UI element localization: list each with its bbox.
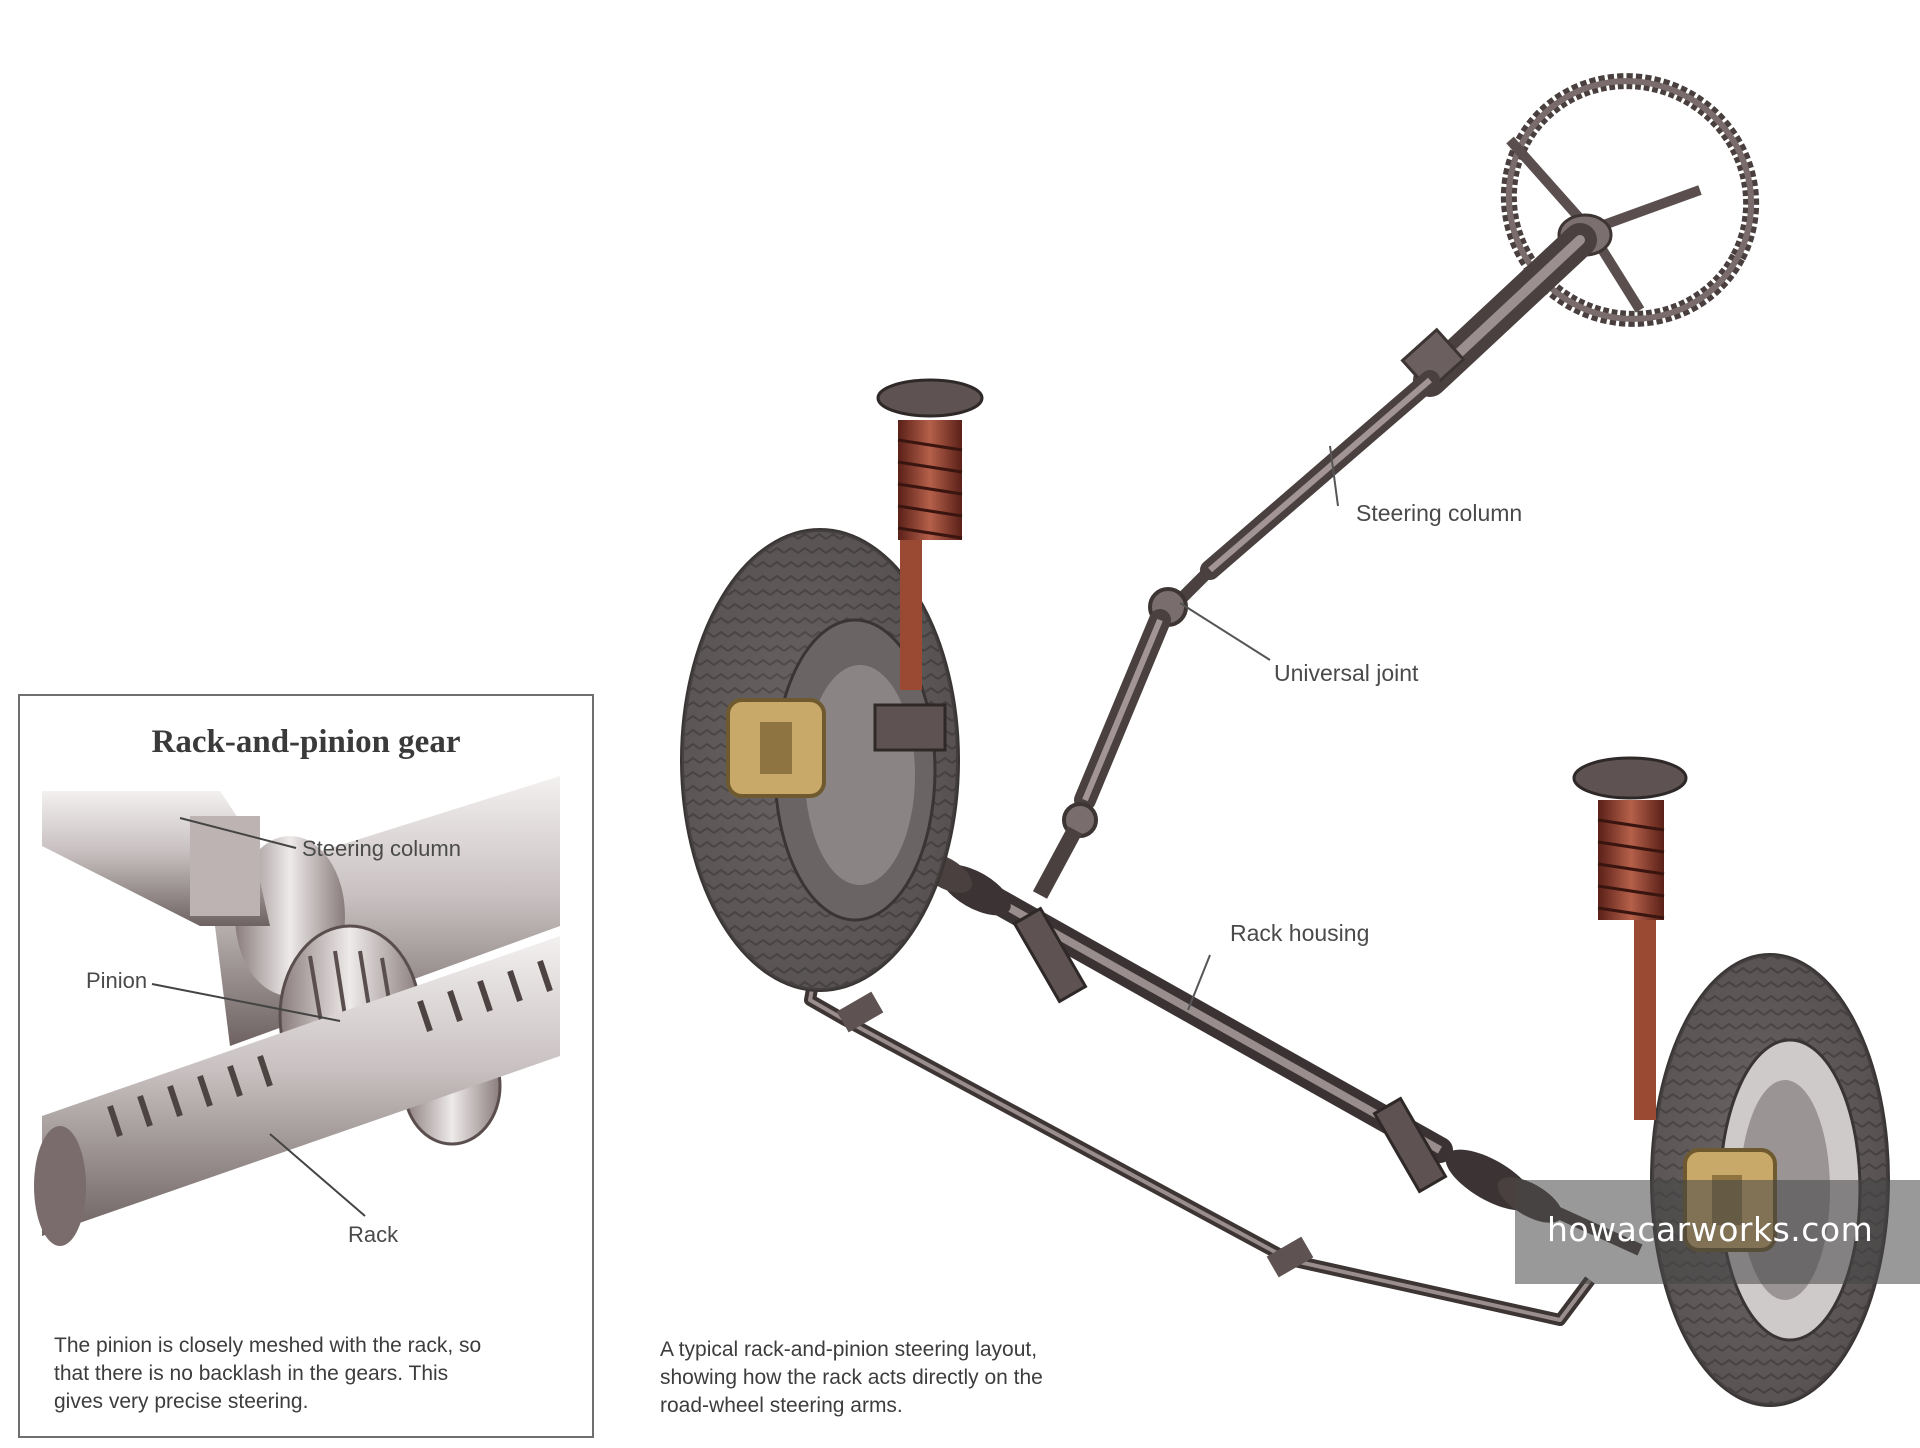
leader-universal-joint — [1179, 602, 1271, 661]
inset-leader-pinion — [151, 983, 341, 1022]
lower-bar — [804, 888, 1595, 1326]
inset-label-steering-column: Steering column — [302, 836, 461, 861]
left-brake-caliper — [726, 698, 826, 798]
leader-steering-column — [1329, 445, 1339, 507]
universal-joint — [1032, 587, 1188, 899]
inset-leader-steering-column — [179, 817, 297, 849]
rack-and-pinion-inset: Rack-and-pinion gear — [18, 694, 594, 1438]
inset-title: Rack-and-pinion gear — [151, 724, 461, 760]
right-strut — [1572, 756, 1688, 1120]
label-steering-column-main: Steering column — [1356, 500, 1523, 526]
rack-bar — [34, 936, 560, 1246]
inset-steering-column — [42, 791, 270, 926]
inset-label-rack: Rack — [348, 1222, 399, 1247]
rack-housing — [847, 824, 1643, 1256]
watermark-banner: howacarworks.com — [1515, 1180, 1920, 1284]
inset-label-pinion: Pinion — [86, 968, 148, 993]
leader-rack-housing — [1187, 954, 1211, 1011]
main-caption: A typical rack-and-pinion steering layou… — [660, 1338, 1043, 1417]
watermark-text: howacarworks.com — [1547, 1210, 1874, 1249]
rack-and-pinion-illustration — [34, 776, 560, 1246]
label-universal-joint: Universal joint — [1274, 660, 1419, 686]
inset-caption: The pinion is closely meshed with the ra… — [54, 1334, 482, 1413]
inset-leader-rack — [269, 1133, 366, 1217]
steering-column — [1165, 223, 1597, 615]
label-rack-housing: Rack housing — [1230, 920, 1370, 946]
left-strut — [873, 378, 984, 752]
